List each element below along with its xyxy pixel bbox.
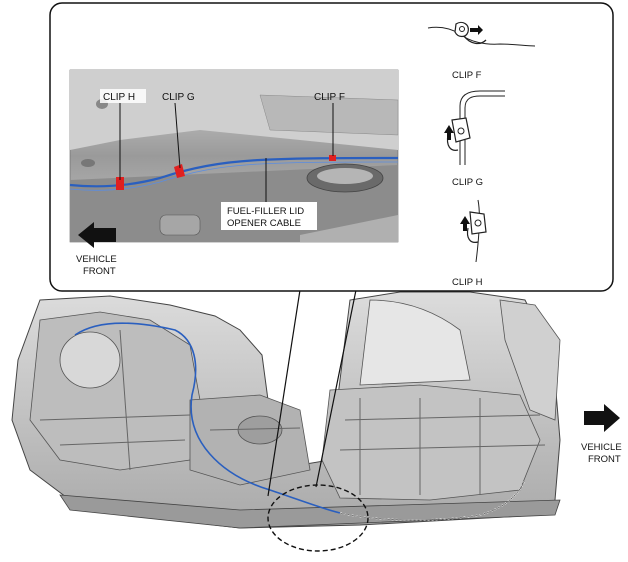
label-clip-f: CLIP F bbox=[314, 92, 345, 103]
cable-route-main bbox=[74, 322, 341, 514]
vehicle-body-illustration bbox=[11, 291, 561, 552]
clip-g-direction-arrow-icon bbox=[444, 125, 454, 140]
label-cable-line2: OPENER CABLE bbox=[227, 218, 301, 229]
detail-label-clip-h: CLIP H bbox=[452, 277, 483, 288]
clip-f-marker bbox=[329, 155, 336, 161]
clip-h-direction-arrow-icon bbox=[460, 216, 470, 231]
clip-h-detail: CLIP H bbox=[452, 199, 487, 288]
inset-vehicle-front-indicator: VEHICLE FRONT bbox=[76, 222, 117, 277]
arrow-left-icon bbox=[78, 222, 116, 248]
arrow-right-icon bbox=[584, 404, 620, 432]
inset-vehicle-label: VEHICLE bbox=[76, 254, 117, 265]
main-front-label: FRONT bbox=[588, 454, 621, 465]
clip-g-marker bbox=[174, 164, 185, 178]
clip-f-detail: CLIP F bbox=[427, 21, 536, 81]
clip-area-highlight bbox=[267, 484, 369, 552]
callout-connector-lines bbox=[267, 289, 357, 497]
label-clip-g: CLIP G bbox=[162, 92, 195, 103]
clip-f-direction-arrow-icon bbox=[470, 25, 483, 35]
main-vehicle-front-indicator: VEHICLE FRONT bbox=[581, 404, 622, 465]
main-vehicle-label: VEHICLE bbox=[581, 442, 622, 453]
label-clip-h: CLIP H bbox=[103, 92, 135, 103]
inset-front-label: FRONT bbox=[83, 266, 116, 277]
detail-label-clip-f: CLIP F bbox=[452, 70, 482, 81]
clip-h-marker bbox=[116, 177, 124, 190]
clip-g-detail: CLIP G bbox=[444, 90, 505, 188]
detail-label-clip-g: CLIP G bbox=[452, 177, 483, 188]
label-cable-line1: FUEL-FILLER LID bbox=[227, 206, 304, 217]
inset-leader-lines bbox=[119, 102, 334, 203]
